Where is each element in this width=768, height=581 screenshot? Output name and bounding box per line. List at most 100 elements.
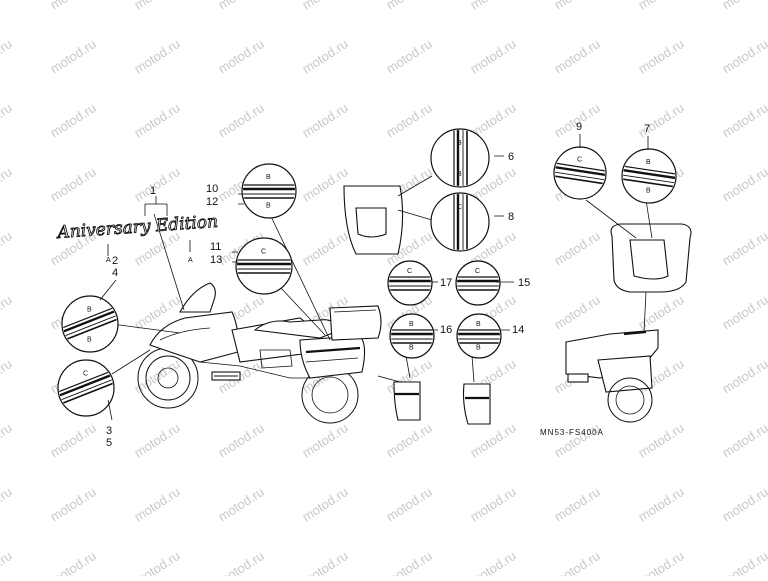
callout-14: 14 [512,324,524,336]
watermark-text: motod.ru [383,100,434,141]
watermark-text: motod.ru [467,420,518,461]
detail-circle [430,192,490,252]
watermark-text: motod.ru [0,420,15,461]
stripe-letter-c: C [475,268,480,275]
watermark-text: motod.ru [719,420,768,461]
watermark-text: motod.ru [719,164,768,205]
watermark-text: motod.ru [215,548,266,576]
watermark-text: motod.ru [47,100,98,141]
watermark-text: motod.ru [383,420,434,461]
watermark-text: motod.ru [299,420,350,461]
watermark-text: motod.ru [719,548,768,576]
stripe-detail-11-13: C [235,237,293,295]
watermark-text: motod.ru [47,36,98,77]
detail-circle [456,313,502,359]
stripe-line [555,171,605,181]
watermark-text: motod.ru [551,548,602,576]
watermark-text: motod.ru [299,548,350,576]
callout-9: 9 [576,121,582,133]
callout-5: 5 [106,437,112,449]
callout-3: 3 [106,425,112,437]
watermark-text: motod.ru [551,292,602,333]
stripe-detail-10-12: BB [241,163,297,219]
logo-script-text: Aniversary Edition [55,212,219,243]
watermark-text: motod.ru [0,228,15,269]
watermark-text: motod.ru [299,164,350,205]
watermark-text: motod.ru [635,36,686,77]
stripe-letter-b: B [266,174,271,181]
watermark-text: motod.ru [131,356,182,397]
callout-15: 15 [518,277,530,289]
watermark-text: motod.ru [215,420,266,461]
stripe-line [555,162,605,172]
stripe-detail-15: C [455,260,501,306]
stripe-line [623,174,675,184]
callout-16: 16 [440,324,452,336]
stripe-letter-b: B [646,188,651,195]
watermark-text: motod.ru [467,484,518,525]
watermark-text: motod.ru [131,484,182,525]
stripe-line [63,318,117,342]
drawing-code: MN53-FS400A [540,428,604,437]
letter-a-left: A [106,257,111,264]
callout-8-top: 8 [508,211,514,223]
watermark-text: motod.ru [551,420,602,461]
watermark-text: motod.ru [47,484,98,525]
stripe-line [59,382,113,406]
callout-17: 17 [440,277,452,289]
stripe-line [63,308,117,334]
watermark-text: motod.ru [0,484,15,525]
watermark-text: motod.ru [0,292,15,333]
callout-4: 4 [112,267,118,279]
watermark-text: motod.ru [383,484,434,525]
letter-a-right: A [188,257,193,264]
watermark-text: motod.ru [299,228,350,269]
stripe-letter-b: B [646,159,651,166]
stripe-detail-9: C [553,146,607,200]
watermark-text: motod.ru [299,100,350,141]
callout-11: 11 [210,241,221,253]
watermark-text: motod.ru [131,164,182,205]
watermark-text: motod.ru [131,420,182,461]
detail-circle [389,313,435,359]
detail-circle [57,359,115,417]
stripe-letter-c: C [457,204,462,211]
watermark-text: motod.ru [551,228,602,269]
watermark-text: motod.ru [215,0,266,13]
watermark-text: motod.ru [383,36,434,77]
stripe-letter-b: B [87,306,92,313]
watermark-text: motod.ru [467,548,518,576]
watermark-text: motod.ru [215,36,266,77]
watermark-text: motod.ru [0,164,15,205]
watermark-text: motod.ru [0,100,15,141]
stripe-line [555,165,605,177]
stripe-line [555,175,605,185]
stripe-detail-14: BB [456,313,502,359]
detail-circle [235,237,293,295]
stripe-line [59,369,113,393]
watermark-text: motod.ru [719,36,768,77]
stripe-detail-8: C [430,192,490,252]
watermark-text: motod.ru [131,548,182,576]
watermark-text: motod.ru [467,0,518,13]
watermark-text: motod.ru [551,484,602,525]
stripe-line [623,165,675,175]
stripe-line [59,378,113,402]
callout-6: 6 [508,151,514,163]
stripe-letter-b: B [476,321,481,328]
stripe-line [59,372,113,398]
watermark-text: motod.ru [719,228,768,269]
watermark-text: motod.ru [383,0,434,13]
stripe-line [623,168,675,180]
callout-1: 1 [150,185,156,197]
stripe-detail-3-5: C [57,359,115,417]
watermark-text: motod.ru [131,0,182,13]
stripe-letter-c: C [261,248,266,255]
watermark-text: motod.ru [0,0,15,13]
watermark-text: motod.ru [47,164,98,205]
detail-circle [430,128,490,188]
detail-circle [61,295,119,353]
